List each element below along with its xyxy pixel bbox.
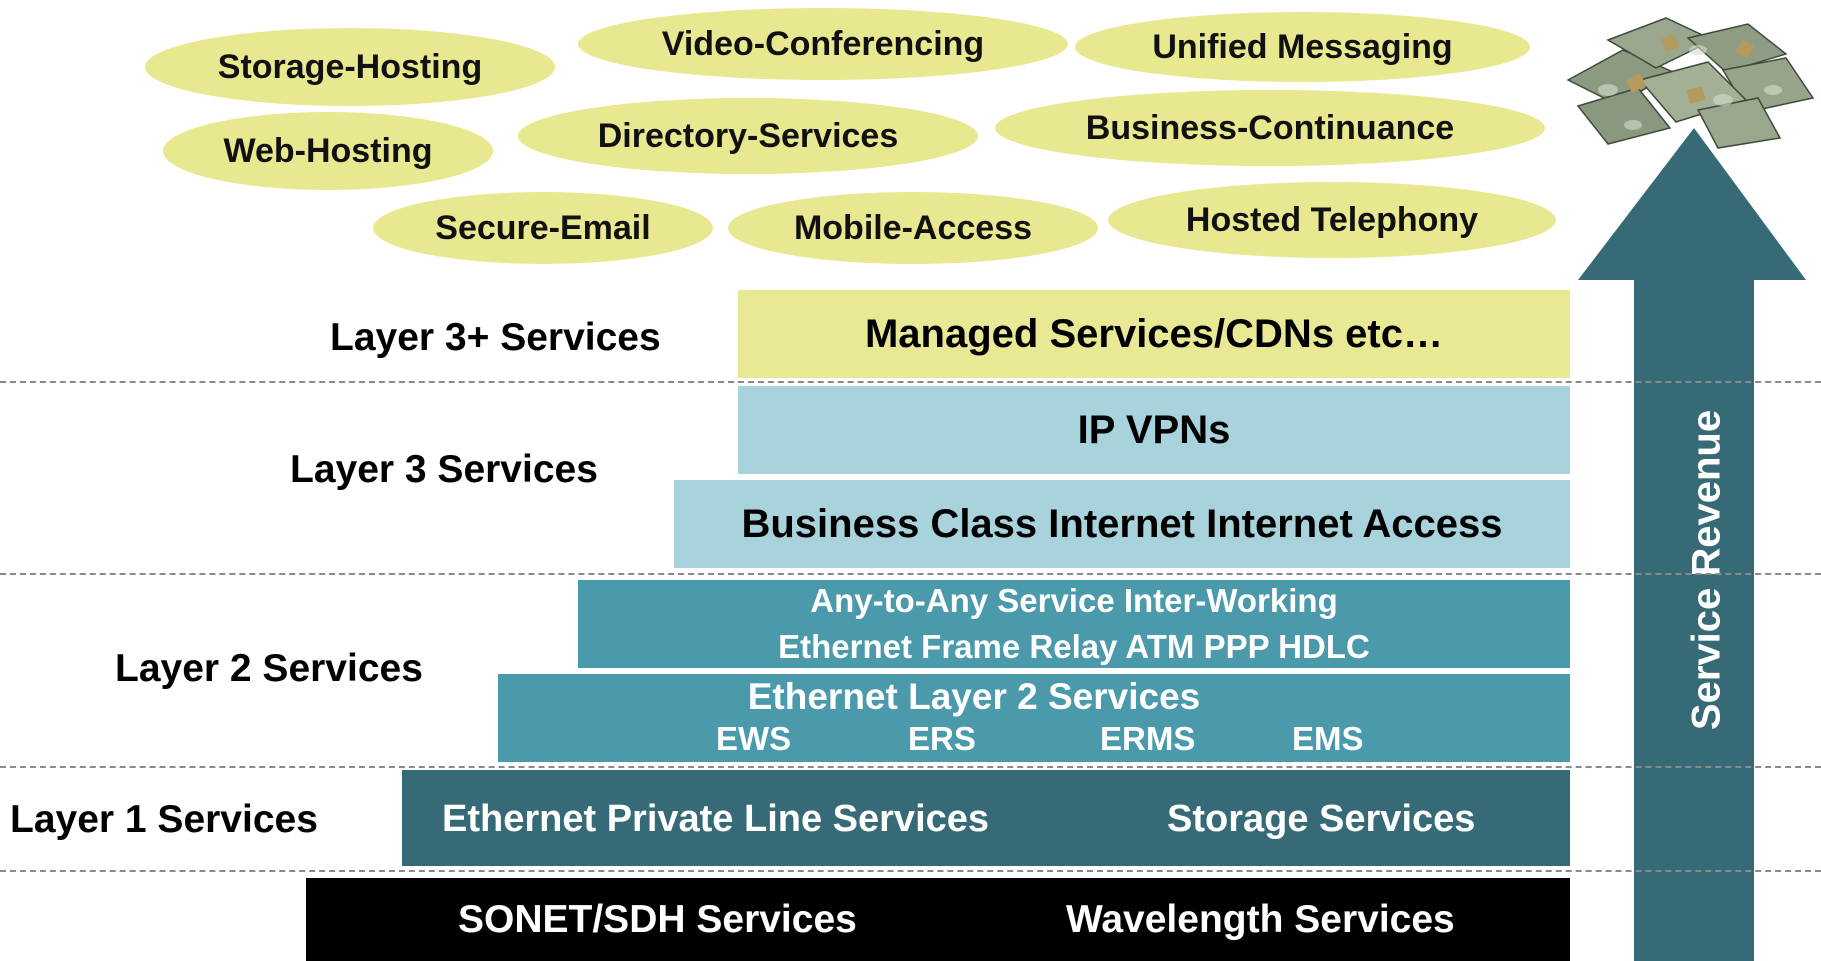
wavelength-services: Wavelength Services	[1066, 898, 1455, 941]
oval-secure-email: Secure-Email	[373, 192, 713, 264]
oval-mobile-access: Mobile-Access	[728, 192, 1098, 264]
layer-3-label: Layer 3 Services	[290, 448, 598, 491]
type-ems: EMS	[1292, 720, 1364, 757]
ethernet-l2-box: Ethernet Layer 2 Services EWS ERS ERMS E…	[498, 674, 1570, 762]
business-internet-box: Business Class Internet Internet Access	[674, 480, 1570, 568]
ethernet-l2-title: Ethernet Layer 2 Services	[747, 676, 1201, 717]
type-erms: ERMS	[1100, 720, 1196, 757]
storage-services: Storage Services	[1167, 798, 1476, 840]
ethernet-l2-types: EWS ERS ERMS EMS	[498, 720, 1570, 760]
oval-video-conferencing: Video-Conferencing	[578, 8, 1068, 80]
oval-web-hosting: Web-Hosting	[163, 112, 493, 190]
oval-unified-messaging: Unified Messaging	[1075, 12, 1530, 82]
sonet-sdh-services: SONET/SDH Services	[458, 898, 857, 941]
any-to-any-line2: Ethernet Frame Relay ATM PPP HDLC	[778, 628, 1370, 665]
service-revenue-arrow	[1578, 128, 1806, 961]
oval-hosted-telephony: Hosted Telephony	[1108, 182, 1556, 258]
money-stack-icon	[1566, 17, 1815, 149]
oval-storage-hosting: Storage-Hosting	[145, 28, 555, 106]
separator-l2-l1	[0, 766, 1821, 768]
ethernet-private-line: Ethernet Private Line Services	[442, 798, 990, 840]
separator-l1-bottom	[0, 870, 1821, 872]
type-ers: ERS	[908, 720, 976, 757]
layer-3plus-label: Layer 3+ Services	[330, 316, 661, 359]
ip-vpns-box: IP VPNs	[738, 386, 1570, 474]
service-revenue-label: Service Revenue	[1684, 409, 1729, 731]
any-to-any-line1: Any-to-Any Service Inter-Working	[810, 582, 1338, 619]
layer-2-label: Layer 2 Services	[115, 647, 423, 690]
any-to-any-box: Any-to-Any Service Inter-Working Etherne…	[578, 580, 1570, 668]
layer-1-label: Layer 1 Services	[10, 798, 318, 841]
oval-business-continuance: Business-Continuance	[995, 90, 1545, 166]
separator-l3plus-l3	[0, 381, 1821, 383]
type-ews: EWS	[716, 720, 792, 757]
oval-directory-services: Directory-Services	[518, 98, 978, 174]
separator-l3-l2	[0, 573, 1821, 575]
managed-services-box: Managed Services/CDNs etc…	[738, 290, 1570, 378]
layer1-box: Ethernet Private Line Services Storage S…	[402, 770, 1570, 866]
physical-layer-box: SONET/SDH Services Wavelength Services	[306, 878, 1570, 961]
